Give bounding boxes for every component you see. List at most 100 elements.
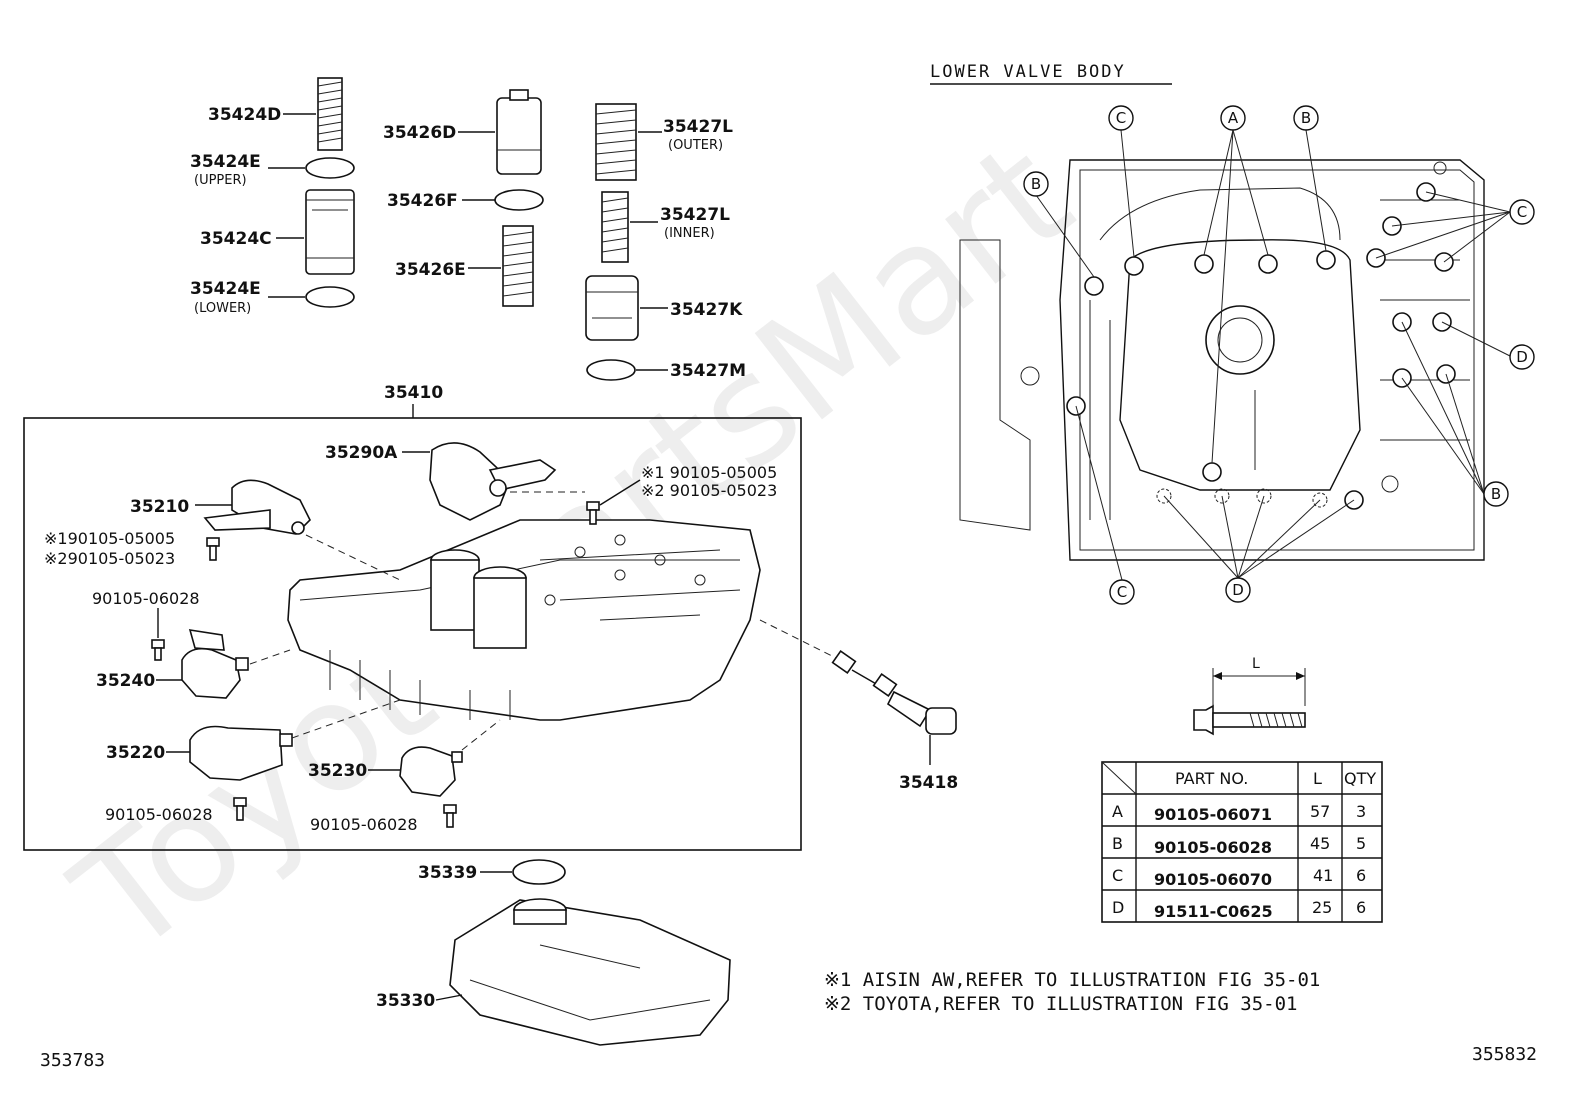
label-35427l-outer: 35427L <box>663 117 733 137</box>
spring-35426e <box>502 225 534 307</box>
label-bolt-d: 90105-06028 <box>105 805 213 824</box>
table-row-l: 57 <box>1310 802 1330 821</box>
table-row-key: C <box>1112 866 1123 885</box>
label-bolt-b2: ※290105-05023 <box>44 549 175 568</box>
label-35410: 35410 <box>384 383 443 403</box>
callout-b-left: B <box>1023 171 1049 197</box>
table-row-qty: 6 <box>1356 898 1366 917</box>
svg-text:A: A <box>1228 109 1239 127</box>
dimension-label-l: L <box>1252 656 1260 672</box>
callout-c-right: C <box>1509 199 1535 225</box>
label-35427l-outer-sub: (OUTER) <box>668 138 723 153</box>
table-row-l: 41 <box>1313 866 1333 885</box>
label-35290a: 35290A <box>325 443 398 463</box>
table-header-qty: QTY <box>1344 769 1376 788</box>
solenoid-35230 <box>399 746 463 797</box>
callout-d-right: D <box>1509 344 1535 370</box>
callout-c-bottom: C <box>1109 579 1135 605</box>
lower-valve-body-view <box>959 159 1485 561</box>
label-bolt-e: 90105-06028 <box>310 815 418 834</box>
callout-leaders <box>1035 129 1511 581</box>
label-35427k: 35427K <box>670 300 743 320</box>
section-title: LOWER VALVE BODY <box>930 62 1126 82</box>
table-row-qty: 5 <box>1356 834 1366 853</box>
strainer-35330 <box>449 898 731 1046</box>
o-ring-35424e-lower <box>305 286 355 308</box>
sleeve-35427k <box>585 275 639 341</box>
figure-id-right: 355832 <box>1472 1044 1537 1065</box>
label-bolt-a2: ※2 90105-05023 <box>641 481 777 500</box>
assembly-box-35410 <box>23 417 802 851</box>
note-2: ※2 TOYOTA,REFER TO ILLUSTRATION FIG 35-0… <box>824 993 1297 1015</box>
label-bolt-c: 90105-06028 <box>92 589 200 608</box>
bolt-90105-05005-left <box>206 537 220 561</box>
label-35427l-inner: 35427L <box>660 205 730 225</box>
svg-text:B: B <box>1031 175 1041 193</box>
table-row-key: B <box>1112 834 1123 853</box>
wire-harness-35418 <box>831 649 957 735</box>
svg-text:B: B <box>1301 109 1311 127</box>
o-ring-35426f <box>494 189 544 211</box>
table-row-l: 25 <box>1312 898 1332 917</box>
solenoid-35240 <box>181 629 249 699</box>
spring-35427l-outer <box>595 103 637 181</box>
table-header-part-no: PART NO. <box>1175 769 1248 788</box>
label-35426d: 35426D <box>383 123 456 143</box>
table-row-key: D <box>1112 898 1124 917</box>
valve-body-assembly <box>287 519 761 721</box>
spring-35427l-inner <box>601 191 629 263</box>
svg-text:C: C <box>1517 203 1527 221</box>
label-35424e-upper-sub: (UPPER) <box>194 173 247 188</box>
callout-b-top: B <box>1293 105 1319 131</box>
label-35427l-inner-sub: (INNER) <box>664 226 715 241</box>
label-35240: 35240 <box>96 671 155 691</box>
label-35220: 35220 <box>106 743 165 763</box>
bolt-90105-06028-a <box>151 639 165 661</box>
solenoid-35290a <box>429 442 557 521</box>
label-35330: 35330 <box>376 991 435 1011</box>
label-bolt-a1: ※1 90105-05005 <box>641 463 777 482</box>
sleeve-35426d <box>496 89 542 175</box>
label-35418: 35418 <box>899 773 958 793</box>
label-35426f: 35426F <box>387 191 458 211</box>
o-ring-35427m <box>586 359 636 381</box>
svg-text:B: B <box>1491 485 1501 503</box>
label-35230: 35230 <box>308 761 367 781</box>
table-row-part: 90105-06028 <box>1154 838 1272 857</box>
table-header-l: L <box>1313 769 1322 788</box>
o-ring-35424e-upper <box>305 157 355 179</box>
table-row-qty: 3 <box>1356 802 1366 821</box>
table-row-part: 91511-C0625 <box>1154 902 1273 921</box>
label-35339: 35339 <box>418 863 477 883</box>
table-row-part: 90105-06070 <box>1154 870 1272 889</box>
bolt-90105-05005-right <box>586 501 600 525</box>
bolt-spec-table: PART NO. L QTY A 90105-06071 57 3 B 9010… <box>1101 761 1383 923</box>
label-bolt-b1: ※190105-05005 <box>44 529 175 548</box>
sleeve-35424c <box>305 189 355 275</box>
solenoid-35220 <box>189 725 293 781</box>
bolt-90105-06028-b <box>233 797 247 821</box>
bolt-90105-06028-c <box>443 804 457 828</box>
label-35427m: 35427M <box>670 361 746 381</box>
label-35210: 35210 <box>130 497 189 517</box>
note-1: ※1 AISIN AW,REFER TO ILLUSTRATION FIG 35… <box>824 969 1320 991</box>
callout-c-top: C <box>1108 105 1134 131</box>
label-35426e: 35426E <box>395 260 466 280</box>
spring-35424d <box>317 77 343 151</box>
svg-text:C: C <box>1117 583 1127 601</box>
table-row-qty: 6 <box>1356 866 1366 885</box>
gasket-35339 <box>512 859 566 885</box>
table-row-l: 45 <box>1310 834 1330 853</box>
label-35424e-lower: 35424E <box>190 279 261 299</box>
figure-id-left: 353783 <box>40 1050 105 1071</box>
svg-text:D: D <box>1232 581 1244 599</box>
callout-a-top: A <box>1220 105 1246 131</box>
table-row-part: 90105-06071 <box>1154 805 1272 824</box>
callout-d-bottom: D <box>1225 577 1251 603</box>
bolt-dimension-figure <box>1193 668 1306 736</box>
label-35424e-upper: 35424E <box>190 152 261 172</box>
label-35424e-lower-sub: (LOWER) <box>194 301 251 316</box>
callout-b-right: B <box>1483 481 1509 507</box>
